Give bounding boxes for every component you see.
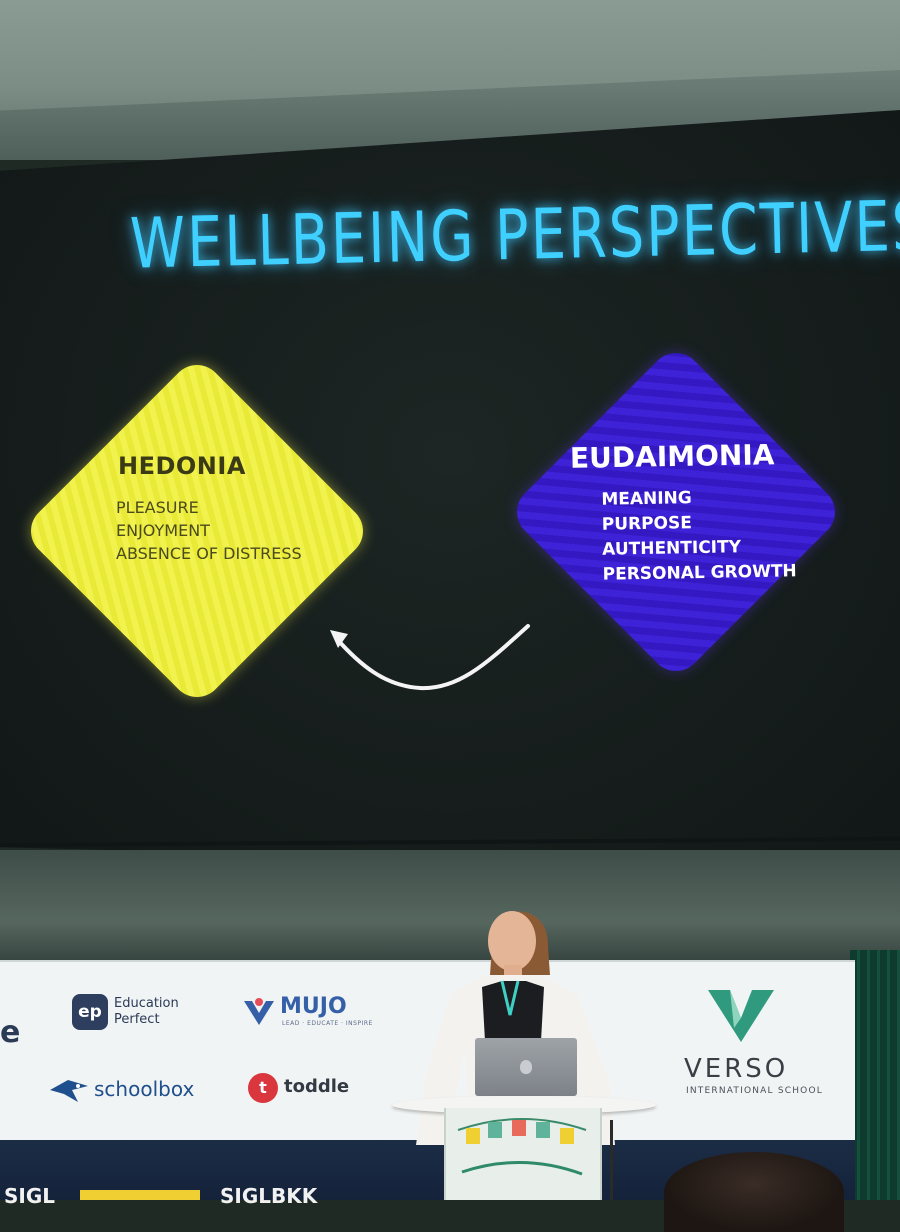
eudaimonia-item: PERSONAL GROWTH xyxy=(602,561,797,585)
hedonia-heading: HEDONIA xyxy=(118,452,246,480)
education-perfect-line2: Perfect xyxy=(114,1012,160,1027)
hedonia-item: PLEASURE xyxy=(116,498,199,517)
podium-decoration xyxy=(457,1118,587,1176)
verso-v-icon xyxy=(708,990,774,1042)
mic-stand xyxy=(610,1120,613,1200)
hedonia-list: PLEASURE ENJOYMENT ABSENCE OF DISTRESS xyxy=(116,496,302,565)
hedonia-item: ABSENCE OF DISTRESS xyxy=(116,544,302,563)
apple-icon xyxy=(520,1060,532,1074)
mujo-tagline: LEAD · EDUCATE · INSPIRE xyxy=(282,1020,373,1027)
mujo-logo: MUJO xyxy=(280,994,347,1019)
schoolbox-bird-icon xyxy=(50,1080,88,1102)
verso-logo: VERSO xyxy=(684,1054,789,1084)
mujo-figure-icon xyxy=(244,998,274,1025)
eudaimonia-item: MEANING xyxy=(601,488,692,510)
audience-head xyxy=(664,1152,844,1232)
yellow-logo-block xyxy=(80,1190,200,1200)
green-wall-panel xyxy=(850,950,900,1200)
bottom-logo-mid: SIGLBKK xyxy=(220,1184,318,1208)
toddle-logo: toddle xyxy=(284,1076,350,1097)
bottom-logo-left: SIGL xyxy=(4,1184,56,1208)
eudaimonia-heading: EUDAIMONIA xyxy=(569,438,775,475)
eudaimonia-item: PURPOSE xyxy=(601,513,693,535)
education-perfect-line1: Education xyxy=(114,996,179,1011)
hedonia-item: ENJOYMENT xyxy=(116,521,210,540)
education-perfect-badge: ep xyxy=(72,994,108,1030)
partial-logo: e xyxy=(0,1015,21,1050)
curved-arrow-icon xyxy=(330,624,530,691)
slide-title: WELLBEING PERSPECTIVES xyxy=(129,184,900,285)
toddle-badge: t xyxy=(248,1073,278,1103)
verso-subtitle: INTERNATIONAL SCHOOL xyxy=(686,1086,823,1096)
schoolbox-logo: schoolbox xyxy=(94,1077,195,1101)
education-perfect-logo: Education Perfect xyxy=(114,996,179,1028)
eudaimonia-item: AUTHENTICITY xyxy=(602,537,742,560)
eudaimonia-list: MEANING PURPOSE AUTHENTICITY PERSONAL GR… xyxy=(601,484,797,587)
stage-wall xyxy=(0,850,900,970)
